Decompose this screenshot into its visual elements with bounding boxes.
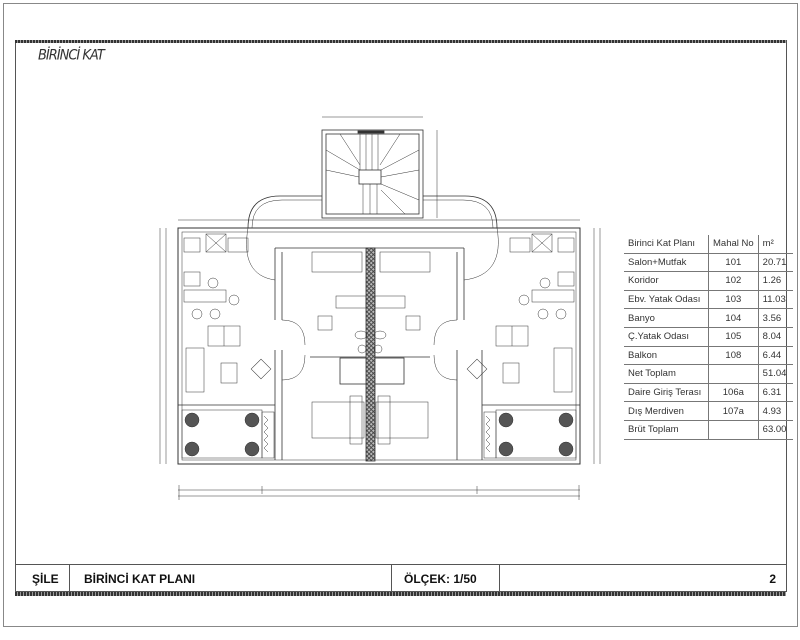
bottom-border-bar — [15, 592, 786, 596]
room-name: Balkon — [624, 346, 709, 366]
title-block-scale: ÖLÇEK: 1/50 — [392, 565, 500, 592]
room-no: 108 — [708, 346, 759, 366]
dimension-lines — [159, 219, 601, 500]
room-area: 1.26 — [758, 271, 793, 291]
room-area: 8.04 — [758, 327, 793, 347]
sheet-label: BİRİNCİ KAT — [38, 47, 105, 64]
stair-tower — [321, 116, 438, 219]
room-area: 11.03 — [758, 290, 793, 310]
title-block: ŞİLE BİRİNCİ KAT PLANI ÖLÇEK: 1/50 2 — [15, 564, 786, 592]
entrance-terrace — [247, 195, 498, 229]
room-name: Net Toplam — [624, 364, 709, 384]
room-name: Koridor — [624, 271, 709, 291]
furniture-left-unit — [181, 233, 275, 459]
room-area: 51.04 — [758, 364, 793, 384]
table-header-row: Birinci Kat Planı Mahal No m² — [624, 235, 793, 254]
room-area: 20.71 — [758, 253, 793, 273]
title-block-sheet-number: 2 — [769, 571, 776, 586]
room-name: Dış Merdiven — [624, 401, 709, 421]
room-name: Brüt Toplam — [624, 420, 709, 440]
furniture-right-unit — [466, 233, 577, 459]
room-area: 3.56 — [758, 308, 793, 328]
room-no: 107a — [708, 401, 759, 421]
table-row: Brüt Toplam 63.00 — [624, 420, 793, 440]
header-room-no: Mahal No — [708, 235, 759, 254]
room-area: 6.44 — [758, 346, 793, 366]
title-block-title: BİRİNCİ KAT PLANI — [70, 565, 392, 592]
room-no — [708, 364, 759, 384]
room-no — [708, 420, 759, 440]
room-name: Daire Giriş Terası — [624, 383, 709, 403]
area-schedule-table: Birinci Kat Planı Mahal No m² Salon+Mutf… — [624, 235, 793, 440]
top-border-bar — [15, 40, 786, 43]
room-no: 106a — [708, 383, 759, 403]
room-no: 104 — [708, 308, 759, 328]
room-area: 6.31 — [758, 383, 793, 403]
room-name: Banyo — [624, 308, 709, 328]
drawing-sheet — [3, 3, 798, 627]
table-row: Net Toplam 51.04 — [624, 364, 793, 384]
title-block-location: ŞİLE — [15, 565, 70, 592]
room-area: 63.00 — [758, 420, 793, 440]
room-no: 103 — [708, 290, 759, 310]
room-no: 102 — [708, 271, 759, 291]
room-name: Ebv. Yatak Odası — [624, 290, 709, 310]
header-area: m² — [758, 235, 793, 254]
party-wall — [365, 247, 376, 462]
room-name: Salon+Mutfak — [624, 253, 709, 273]
room-no: 105 — [708, 327, 759, 347]
furniture-center — [311, 251, 431, 445]
room-no: 101 — [708, 253, 759, 273]
room-area: 4.93 — [758, 401, 793, 421]
header-room: Birinci Kat Planı — [624, 235, 709, 254]
room-name: Ç.Yatak Odası — [624, 327, 709, 347]
